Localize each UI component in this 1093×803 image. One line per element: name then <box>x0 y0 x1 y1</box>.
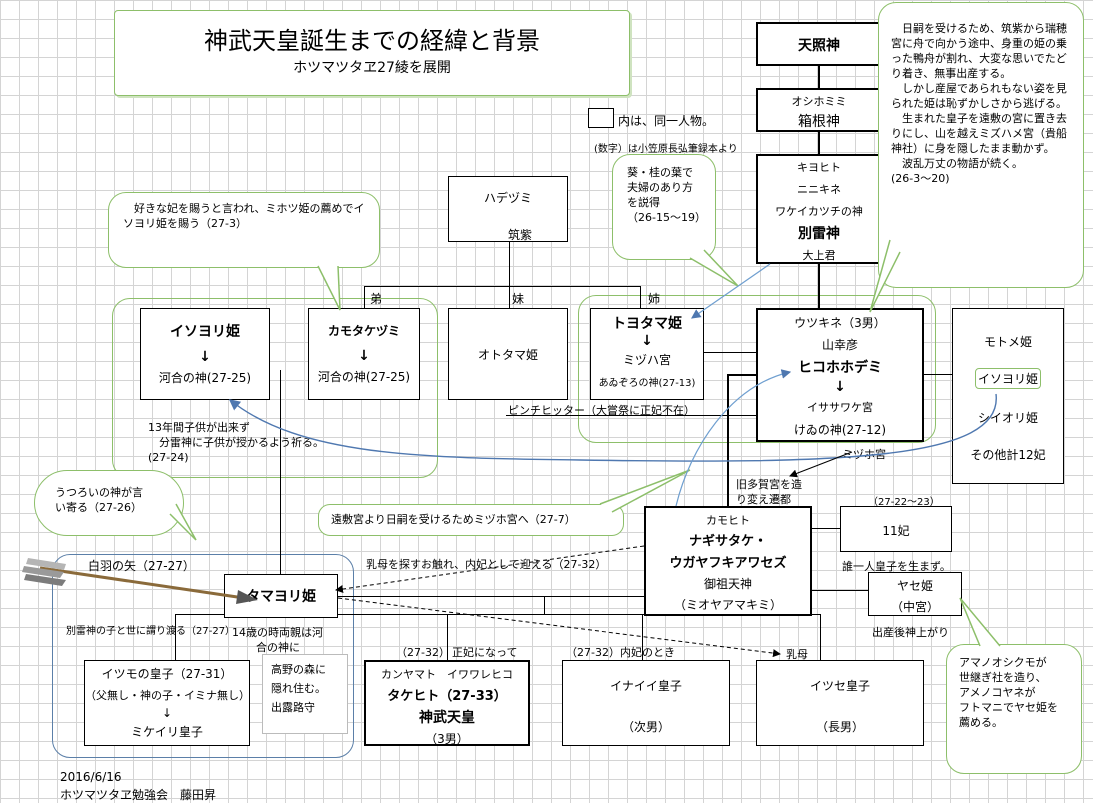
kyuutaga-line2: り変え遷都 <box>736 493 791 506</box>
tamayori-note-line2: 合の神に <box>256 641 300 654</box>
jinmu-cite: （27-32） <box>396 646 450 659</box>
utsuroi-cloud: うつろいの神が言 い寄る（27-26） <box>34 470 184 536</box>
kyuutaga-line1: 旧多賀宮を造 <box>736 478 802 491</box>
utsukine-node: ウツキネ（3男） 山幸彦 ヒコホホデミ ↓ イササワケ宮 けゐの神(27-12) <box>756 308 924 442</box>
enshiki-bubble: 遠敷宮より日嗣を受けるためミヅホ宮へ（27-7） <box>318 504 624 536</box>
tamayori-note-line1: 14歳の時両親は河 <box>232 626 323 639</box>
ame-bubble: アマノオシクモが 世継ぎ社を造り、 アメノコヤネが フトマニでヤセ姫を 薦める。 <box>946 644 1082 774</box>
isoyori-bubble: 好きな妃を賜うと言われ、ミホツ姫の薦めでイソヨリ姫を賜う（27-3） <box>108 192 380 268</box>
amaterasu-node: 天照神 <box>756 22 882 66</box>
relation-elder-sister: 姉 <box>648 292 661 306</box>
isoyori-group-bubble <box>112 298 438 478</box>
footer-author: ホツマツタヱ勉強会 藤田昇 <box>60 788 217 802</box>
eleven-cite: （27-22～23） <box>868 497 940 508</box>
top-right-note: 日嗣を受けるため、筑紫から瑞穂宮に舟で向かう途中、身重の姫の乗った鴨舟が割れ、大… <box>878 2 1084 288</box>
motome-node: モトメ姫 イソヨリ姫 シイオリ姫 その他計12妃 <box>952 308 1064 484</box>
legend-box <box>588 108 614 128</box>
tamayori-node: タマヨリ姫 <box>224 574 338 618</box>
kamohito-node: カモヒト ナギサタケ・ ウガヤフキアワセズ 御祖天神 （ミオヤアマキミ） <box>644 506 812 616</box>
hadezumi-node: ハデヅミ <box>448 176 568 242</box>
relation-younger-sister: 妹 <box>512 292 525 306</box>
jinmu-role: 正妃になって <box>452 646 518 659</box>
itsuse-role: 乳母 <box>786 648 808 661</box>
shirahane-label: 白羽の矢（27-27） <box>88 559 195 573</box>
footer-date: 2016/6/16 <box>60 770 122 784</box>
itsumo-node: イツモの皇子（27-31） （父無し・神の子・イミナ無し） ↓ ミケイリ皇子 <box>84 660 250 746</box>
toyotama-bubble: 葵・桂の葉で 夫婦のあり方 を説得 （26-15～19） <box>612 154 716 260</box>
motome-isoyori: イソヨリ姫 <box>975 368 1041 389</box>
ototama-node: オトタマ姫 <box>448 308 568 400</box>
yase-note: 出産後神上がり <box>872 626 949 639</box>
oshihomimi-node: オシホミミ 箱根神 <box>756 88 882 132</box>
itsuse-node: イツセ皇子 （長男） <box>756 660 924 746</box>
pinch-hitter-label: ピンチヒッター（大嘗祭に正妃不在） <box>508 404 695 417</box>
ame-tail <box>959 597 1001 647</box>
relation-younger-brother: 弟 <box>370 292 383 306</box>
inai-node: イナイイ皇子 （次男） <box>562 660 730 746</box>
inai-cite: （27-32） <box>566 646 620 659</box>
jinmu-node: カンヤマト イワワレヒコ タケヒト（27-33） 神武天皇 （3男） <box>364 660 530 746</box>
ikazuchi-marry-label: 別雷神の子と世に謂り渡る（27-27） <box>66 626 236 637</box>
kiyohito-node: キヨヒト ニニキネ ワケイカツチの神 別雷神 大上君 <box>756 154 882 264</box>
eleven-note: 誰一人皇子を生まず。 <box>842 560 951 573</box>
thirteen-years-note: 13年間子供が出来ず 分雷神に子供が授かるよう祈る。 (27-24) <box>148 421 324 464</box>
shirahane-group-bubble <box>52 554 354 758</box>
kamotakezumi-node: カモタケヅミ ↓ 河合の神(27-25) <box>308 308 420 400</box>
yase-node: ヤセ姫 （中宮） <box>868 572 962 616</box>
nurse-note: 乳母を探すお触れ、内妃として迎える（27-32） <box>366 558 607 571</box>
title-scroll: 神武天皇誕生までの経緯と背景 ホツマツタヱ27綾を展開 <box>114 10 630 96</box>
mizuho-label: ミヅホ宮 <box>842 448 886 461</box>
legend-same-person: 内は、同一人物。 <box>618 114 715 128</box>
legend-source: (数字）は小笠原長弘筆録本より <box>594 144 738 155</box>
page-subtitle: ホツマツタヱ27綾を展開 <box>293 60 451 76</box>
eleven-consorts-node: 11妃 <box>840 506 952 552</box>
toyotama-node: トヨタマ姫 ↓ ミヅハ宮 あゐぞろの神(27-13) <box>590 308 704 400</box>
isoyori-node: イソヨリ姫 ↓ 河合の神(27-25) <box>140 308 270 400</box>
hidden-note-box: 高野の森に 隠れ住む。 出露路守 <box>262 654 348 734</box>
hadezumi-place: 筑紫 <box>508 228 533 242</box>
inai-role: 内妃のとき <box>620 646 675 659</box>
page-title: 神武天皇誕生までの経緯と背景 <box>204 27 540 55</box>
